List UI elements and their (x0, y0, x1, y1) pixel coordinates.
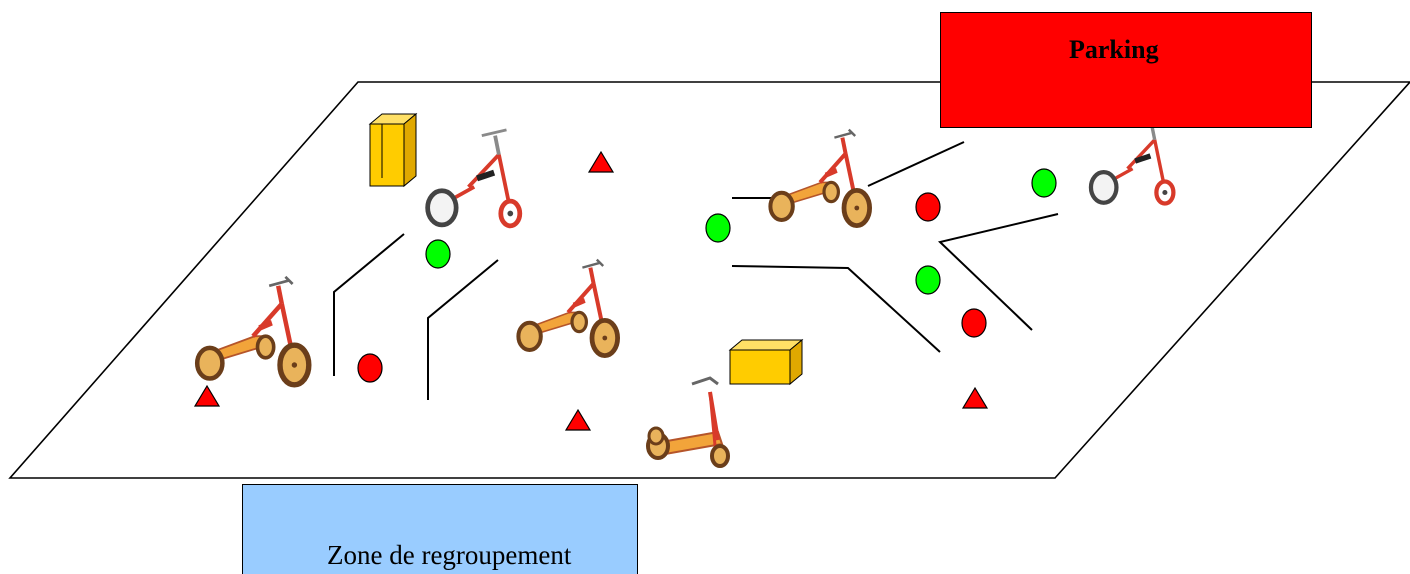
cone-icon (193, 384, 221, 407)
parking-area: Parking (940, 12, 1312, 128)
cone-icon (564, 408, 592, 431)
regroup-zone: Zone de regroupement (242, 484, 638, 574)
tricycle-icon (197, 277, 309, 385)
red-light-marker (961, 308, 987, 338)
play-area-outline (8, 81, 1410, 479)
tricycle-icon (770, 130, 869, 226)
cone-icon (587, 150, 615, 173)
lane-lines (333, 141, 1059, 400)
green-light-marker (425, 239, 451, 269)
red-light-marker (915, 192, 941, 222)
green-light-marker (705, 213, 731, 243)
parking-label: Parking (1069, 35, 1159, 64)
red-light-marker (357, 353, 383, 383)
box-obstacle (368, 112, 418, 188)
zone-label: Zone de regroupement (327, 540, 572, 570)
cone-icon (961, 386, 989, 409)
tricycle-icon (518, 260, 617, 356)
green-light-marker (1031, 168, 1057, 198)
green-light-marker (915, 265, 941, 295)
box-obstacle (728, 338, 804, 386)
tricycle-icon (1091, 118, 1173, 204)
scooter-icon (646, 376, 730, 468)
tricycle-icon (428, 130, 520, 226)
